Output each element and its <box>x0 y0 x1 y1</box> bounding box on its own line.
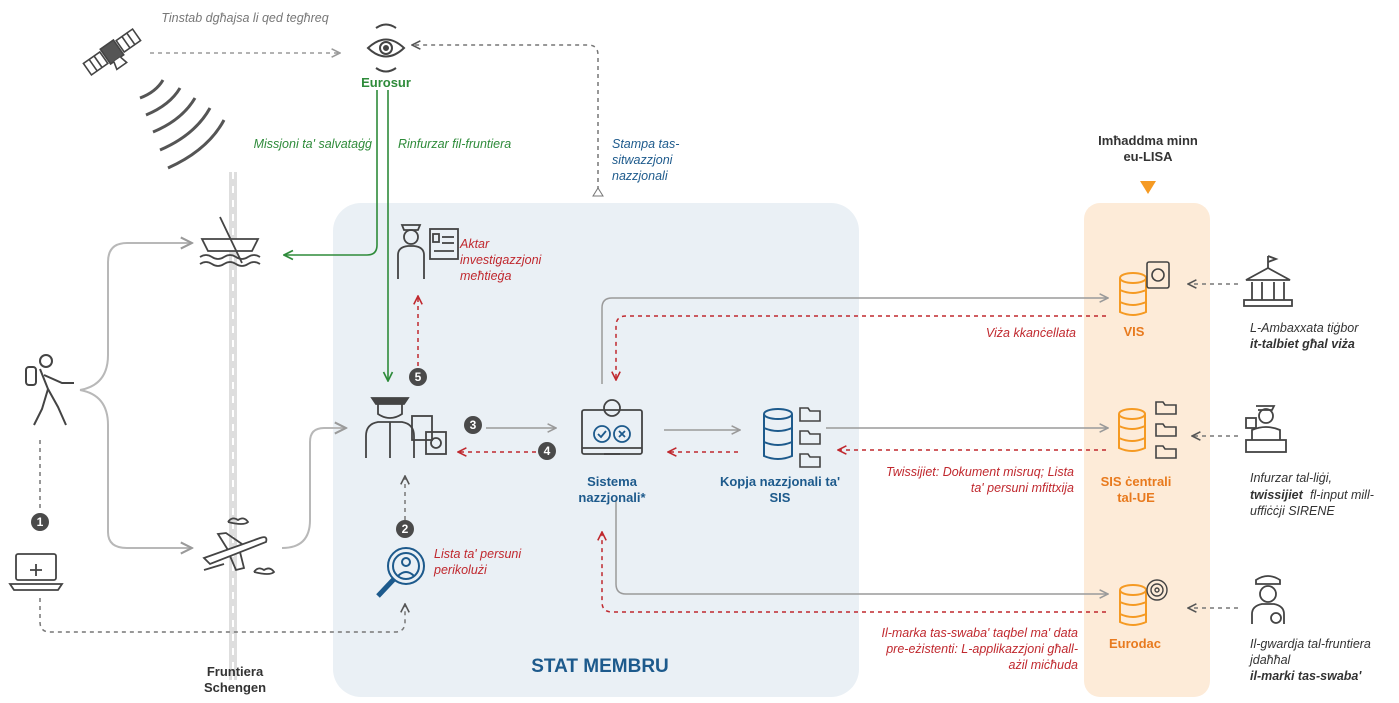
sis-copy-label: Kopja nazzjonali ta' SIS <box>719 474 841 505</box>
embassy-icon <box>1243 255 1293 307</box>
embassy-note-b: it-talbiet għal viża <box>1250 337 1355 351</box>
visa-cancelled-label: Viża kkanċellata <box>985 326 1076 340</box>
database-icon <box>763 407 821 468</box>
rescue-mission-label: Missjoni ta' salvataġġ <box>253 137 372 151</box>
guard-icon <box>1251 575 1285 624</box>
sirene-note-b: twissijiet <box>1250 488 1303 502</box>
national-system-label: Sistema nazzjonali* <box>578 474 646 505</box>
vis-label: VIS <box>1123 324 1145 339</box>
vis-database-icon <box>1119 261 1170 316</box>
magnifier-person-icon <box>376 547 425 598</box>
step-2-badge: 2 <box>396 520 414 538</box>
national-situation-label: Stampa tas-sitwazzjoni nazzjonali <box>612 137 680 183</box>
boat-icon <box>199 216 261 267</box>
satellite-note: Tinstab dgħajsa li qed tegħreq <box>161 11 329 25</box>
more-investigation-label: Aktar investigazzjoni meħtieġa <box>460 237 542 283</box>
eu-lisa-region <box>1084 203 1210 697</box>
system-gear-icon <box>581 399 643 455</box>
laptop-icon <box>8 553 64 591</box>
guard-note-a: Il-gwardja tal-fruntiera jdaħħal <box>1250 637 1371 667</box>
rescue-mission-arrow <box>284 90 378 255</box>
alerts-list-label: Twissijiet: Dokument misruq; Lista ta' p… <box>885 465 1074 495</box>
satellite-signal <box>139 79 226 170</box>
situation-to-eurosur-arrow <box>412 45 599 190</box>
member-state-region <box>333 203 859 697</box>
embassy-note-a: L-Ambaxxata tiġbor <box>1250 321 1359 335</box>
guard-note-b: il-marki tas-swaba' <box>1250 669 1362 683</box>
sis-central-database-icon <box>1118 401 1177 459</box>
hiker-icon <box>25 354 74 426</box>
satellite-icon <box>82 27 142 77</box>
sis-central-label: SIS ċentrali tal-UE <box>1100 474 1172 505</box>
dangerous-persons-label: Lista ta' persuni perikolużi <box>434 547 522 577</box>
eu-lisa-header: Imħaddma minn eu-LISA <box>1098 133 1198 164</box>
eurodac-database-icon <box>1119 579 1168 626</box>
border-guard-icon <box>365 397 447 458</box>
eurodac-label: Eurodac <box>1108 636 1161 651</box>
officer-icon <box>1245 405 1287 453</box>
plane-icon <box>202 517 276 575</box>
member-state-label: STAT MEMBRU <box>531 656 669 677</box>
step-1-badge: 1 <box>31 513 49 531</box>
border-reinforcement-label: Rinfurzar fil-fruntiera <box>398 137 512 151</box>
sirene-note-c: fl-input mill-uffiċċji SIRENE <box>1250 488 1374 518</box>
step-5-badge: 5 <box>409 368 427 386</box>
step-3-badge: 3 <box>464 416 482 434</box>
traveller-routes <box>79 243 346 548</box>
investigator-icon <box>397 224 459 279</box>
fingerprint-match-label: Il-marka tas-swaba' taqbel ma' data pre-… <box>881 626 1078 672</box>
eye-icon <box>366 23 406 73</box>
step-4-badge: 4 <box>538 442 556 460</box>
eurosur-label: Eurosur <box>361 75 411 90</box>
eu-lisa-marker <box>1140 181 1156 194</box>
sirene-note-a: Infurzar tal-liġi, <box>1250 471 1332 485</box>
schengen-border-label: Fruntiera Schengen <box>203 664 267 695</box>
